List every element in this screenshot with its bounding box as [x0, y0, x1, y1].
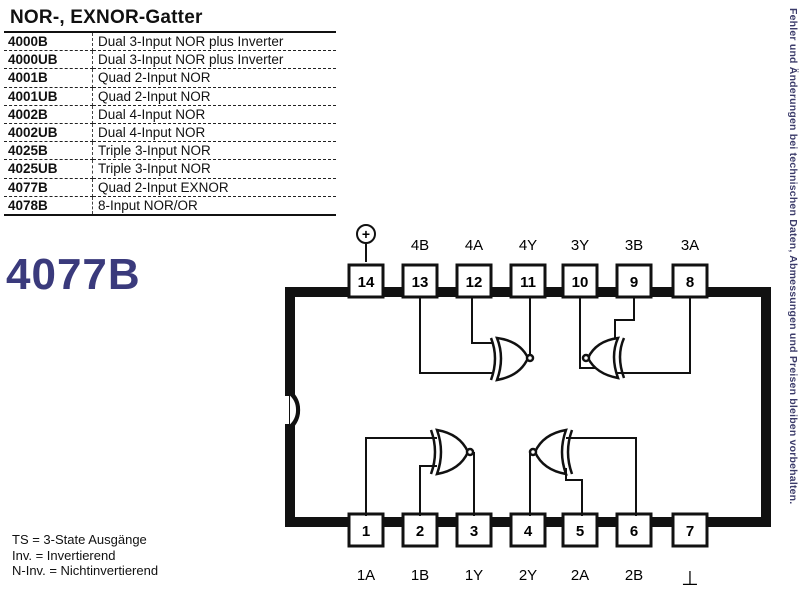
pin-11: 11 4Y — [509, 237, 547, 299]
legend: TS = 3-State Ausgänge Inv. = Invertieren… — [12, 532, 158, 579]
pin-6: 6 2B — [615, 512, 653, 584]
table-title: NOR-, EXNOR-Gatter — [4, 6, 336, 33]
pin-number: 8 — [686, 274, 694, 291]
pin-8: 8 3A — [671, 237, 709, 299]
pin-label: 3B — [625, 237, 643, 254]
part-description: 8-Input NOR/OR — [92, 196, 336, 216]
part-code: 4000B — [4, 33, 93, 52]
pin-2: 2 1B — [401, 512, 439, 584]
ground-icon: ⊥ — [681, 568, 698, 590]
pin-number: 14 — [358, 274, 375, 291]
legend-line-ninv: N-Inv. = Nichtinvertierend — [12, 563, 159, 578]
pin-label: 3A — [681, 237, 699, 254]
pin-13: 13 4B — [401, 237, 439, 299]
legend-line-ts: TS = 3-State Ausgänge — [12, 532, 147, 547]
pin-12: 12 4A — [455, 237, 493, 299]
part-description: Triple 3-Input NOR — [92, 159, 336, 179]
part-description: Quad 2-Input NOR — [92, 87, 336, 106]
pin-number: 12 — [466, 274, 483, 291]
pin-number: 5 — [576, 523, 584, 540]
ic-body — [285, 287, 771, 527]
pin-4: 4 2Y — [509, 512, 547, 584]
pin-label: 1B — [411, 567, 429, 584]
part-description: Quad 2-Input NOR — [92, 68, 336, 88]
pin-label: 3Y — [571, 237, 589, 254]
pin-number: 3 — [470, 523, 478, 540]
pin-label: 4B — [411, 237, 429, 254]
gate-4-wiring — [419, 297, 531, 374]
part-description: Dual 4-Input NOR — [92, 123, 336, 143]
pin-label: 2Y — [519, 567, 537, 584]
part-number-heading: 4077B — [6, 250, 141, 299]
pin-number: 6 — [630, 523, 638, 540]
pin-9: 9 3B — [615, 237, 653, 299]
part-code: 4002B — [4, 105, 93, 124]
part-description: Dual 3-Input NOR plus Inverter — [92, 50, 336, 70]
pin-number: 4 — [524, 523, 533, 540]
pin-label: 2A — [571, 567, 589, 584]
pin-label: 1A — [357, 567, 375, 584]
legend-line-inv: Inv. = Invertierend — [12, 547, 116, 563]
xnor-gate-3-icon — [581, 336, 626, 380]
pin-number: 11 — [520, 274, 536, 291]
xnor-gate-4-icon — [489, 336, 535, 382]
pin-5: 5 2A — [561, 512, 599, 584]
pin-number: 9 — [630, 274, 638, 291]
part-code: 4001UB — [4, 87, 93, 106]
pin-3: 3 1Y — [455, 512, 493, 584]
pin-number: 7 — [686, 523, 694, 540]
pin-label: 4Y — [519, 237, 537, 254]
vdd-icon: + — [356, 224, 376, 262]
part-code: 4025B — [4, 141, 93, 161]
pin-7: 7 — [671, 512, 709, 548]
xnor-gate-2-icon — [528, 428, 574, 476]
disclaimer-note: Fehler und Änderungen bei technischen Da… — [787, 8, 799, 505]
part-description: Quad 2-Input EXNOR — [92, 178, 336, 197]
part-code: 4025UB — [4, 159, 93, 179]
part-description: Triple 3-Input NOR — [92, 141, 336, 161]
pin-1: 1 1A — [347, 512, 385, 584]
part-code: 4000UB — [4, 50, 93, 70]
pin-number: 10 — [572, 274, 589, 291]
part-code: 4077B — [4, 178, 93, 197]
xnor-gate-1-icon — [429, 428, 475, 476]
pin-14: 14 — [347, 263, 385, 299]
svg-text:+: + — [362, 226, 370, 242]
pin-number: 2 — [416, 523, 424, 540]
part-description: Dual 4-Input NOR — [92, 105, 336, 124]
part-code: 4078B — [4, 196, 93, 216]
part-description: Dual 3-Input NOR plus Inverter — [92, 33, 336, 52]
pin-label: 1Y — [465, 567, 483, 584]
pin-10: 10 3Y — [561, 237, 599, 299]
pin-number: 1 — [362, 523, 370, 540]
part-code: 4002UB — [4, 123, 93, 143]
gate-3-wiring — [579, 297, 691, 374]
pin-label: 2B — [625, 567, 643, 584]
pin-number: 13 — [412, 274, 429, 291]
pin-label: 4A — [465, 237, 483, 254]
part-code: 4001B — [4, 68, 93, 88]
